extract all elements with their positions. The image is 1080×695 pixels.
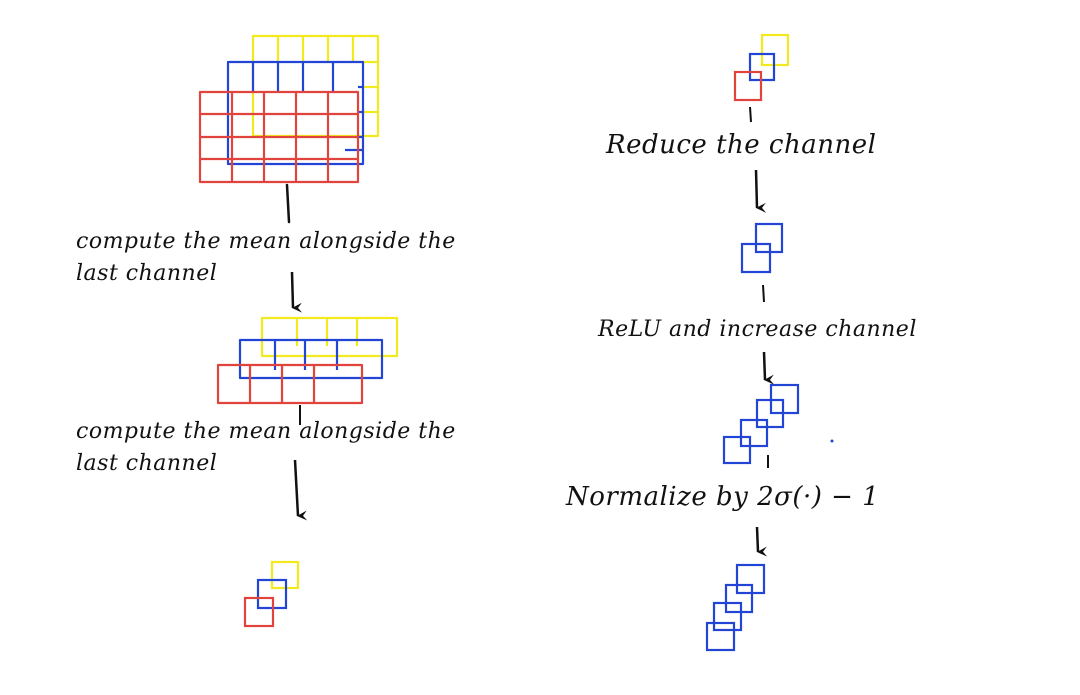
left-step2-line2: last channel bbox=[76, 451, 218, 476]
tensor-stack-pooled bbox=[243, 560, 300, 628]
down-arrow bbox=[762, 351, 775, 385]
output-squares bbox=[705, 563, 766, 652]
right-step3-label: Normalize by 2σ(·) − 1 bbox=[566, 482, 880, 512]
down-arrow bbox=[755, 526, 768, 557]
right-step1-label: Reduce the channel bbox=[606, 130, 877, 160]
input-squares bbox=[733, 33, 790, 102]
tensor-stack-reduced bbox=[216, 316, 399, 405]
connector-line bbox=[762, 284, 765, 303]
left-step2-line1: compute the mean alongside the bbox=[76, 419, 456, 444]
down-arrow bbox=[290, 271, 303, 313]
expanded-squares bbox=[722, 383, 800, 465]
tensor-stack-full bbox=[198, 34, 380, 184]
red-row bbox=[216, 363, 364, 405]
right-step2-label: ReLU and increase channel bbox=[598, 317, 917, 342]
stray-mark bbox=[830, 439, 834, 443]
red-grid bbox=[198, 90, 360, 184]
left-step1-line2: last channel bbox=[76, 261, 218, 286]
yellow-row bbox=[260, 316, 399, 358]
down-arrow bbox=[754, 169, 767, 213]
left-step1-line1: compute the mean alongside the bbox=[76, 229, 456, 254]
down-arrow bbox=[293, 459, 308, 521]
connector-line bbox=[749, 106, 752, 123]
red-square bbox=[243, 596, 275, 628]
reduced-squares bbox=[740, 222, 784, 274]
red-square bbox=[733, 70, 763, 102]
connector-line bbox=[285, 183, 291, 224]
